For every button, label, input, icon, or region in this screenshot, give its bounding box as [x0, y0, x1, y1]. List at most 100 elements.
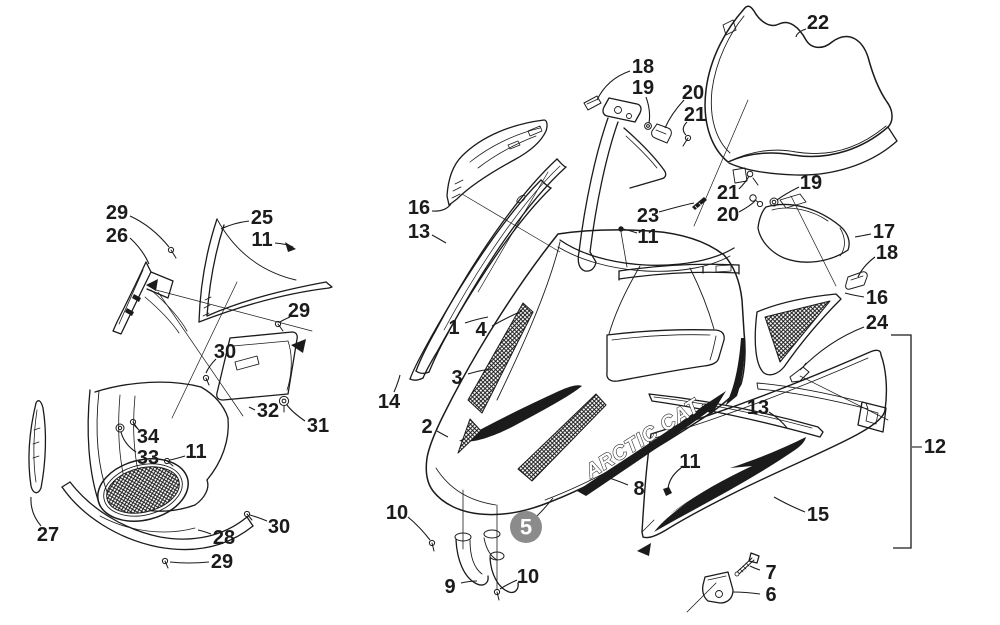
leader-line: [799, 326, 865, 371]
decal-band: [577, 404, 713, 496]
part-number-label: 1: [448, 317, 459, 339]
part-number-label: 29: [288, 300, 310, 322]
spacer-icon: [651, 123, 672, 144]
main-hood-part: [425, 229, 746, 516]
screw-icon: [493, 588, 501, 601]
screw-icon: [163, 457, 174, 467]
windshield-assembly: [693, 5, 898, 376]
part-number-label: 10: [517, 566, 539, 588]
leader-line: [682, 121, 688, 136]
part-number-label: 26: [106, 225, 128, 247]
part-number-label: 20: [682, 82, 704, 104]
leader-line: [169, 561, 210, 564]
end-cap-icon: [583, 95, 602, 111]
part-number-label: 2: [421, 416, 432, 438]
part-number-label: 30: [214, 341, 236, 363]
leader-line: [393, 374, 401, 393]
leader-line: [768, 411, 788, 429]
hood-mesh-vent: [517, 393, 607, 482]
part-number-label: 9: [444, 576, 455, 598]
leader-line: [749, 565, 761, 571]
direction-arrow: [291, 339, 306, 353]
screw-icon: [167, 246, 177, 259]
leader-line: [460, 580, 478, 584]
screw-icon: [202, 374, 210, 386]
clip-icon: [845, 271, 868, 290]
washer-icon: [115, 423, 125, 433]
leader-line: [436, 430, 449, 438]
screw-icon: [618, 226, 624, 232]
screw-icon: [161, 557, 169, 569]
leader-line: [738, 175, 750, 190]
leader-line: [129, 237, 150, 265]
part-12-bracket: [891, 334, 912, 549]
part-number-label: 28: [213, 527, 235, 549]
side-panel-part: [637, 349, 889, 556]
part-number-label: 11: [185, 441, 206, 463]
part-number-label: 19: [632, 77, 654, 99]
part-number-label: 13: [408, 221, 430, 243]
leader-line: [274, 242, 294, 248]
upper-edge-strip-part: [648, 382, 869, 438]
leader-line: [658, 202, 695, 213]
part-number-label: 20: [717, 204, 739, 226]
right-panel-assembly: [637, 349, 889, 613]
lower-bracket-part: [454, 489, 519, 594]
leader-line: [645, 96, 651, 124]
leader-line: [205, 358, 217, 374]
leader-line: [664, 99, 685, 129]
leader-line: [248, 406, 256, 411]
left-hood-assembly: [28, 218, 333, 551]
hood-mesh-vent: [457, 418, 482, 454]
nut-cluster-icon: [749, 194, 764, 208]
leader-line: [249, 514, 268, 522]
part-number-label: 22: [807, 12, 829, 34]
mount-bracket-part: [686, 571, 734, 613]
windshield-part: [693, 5, 898, 227]
part-number-label: 10: [386, 502, 408, 524]
leader-line: [407, 516, 431, 541]
step-badge-label: 5: [520, 515, 532, 540]
hood-trim-strips-part: [409, 158, 567, 381]
leader-line: [776, 186, 800, 201]
part-number-label: 19: [800, 172, 822, 194]
step-badge: 5: [510, 497, 554, 543]
step-badge-circle: [510, 511, 542, 543]
screw-icon: [682, 134, 692, 147]
bolt-icon: [663, 487, 672, 496]
leader-line: [467, 368, 493, 375]
washer-icon: [644, 122, 652, 130]
leader-line: [667, 467, 682, 490]
direction-arrow: [637, 543, 651, 556]
part-number-label: 16: [408, 197, 430, 219]
leader-line: [169, 455, 186, 461]
nose-pan-part: [87, 281, 313, 512]
hood-accent-swoosh: [459, 385, 582, 442]
bracket-line: [891, 334, 912, 549]
leader-line: [732, 591, 761, 595]
part-number-label: 11: [679, 451, 700, 473]
part-number-label: 27: [37, 524, 59, 546]
windshield-trim-part: [198, 218, 333, 323]
part-number-label: 6: [765, 584, 776, 606]
washer-icon: [769, 197, 779, 207]
part-number-label: 29: [106, 202, 128, 224]
leader-line: [464, 316, 489, 324]
part-number-label: 21: [684, 104, 706, 126]
part-number-label: 11: [251, 229, 272, 251]
part-number-label: 29: [211, 551, 233, 573]
screw-icon: [274, 320, 284, 332]
part-number-label: 32: [257, 400, 279, 422]
part-number-label: 34: [137, 426, 160, 448]
screw-icon: [428, 539, 436, 552]
leader-line: [491, 310, 523, 327]
hood-bracket-part: [112, 261, 188, 335]
grille-mesh-part: [97, 458, 189, 522]
bolt-part: [734, 552, 760, 577]
washer-icon: [278, 395, 290, 413]
direction-arrow: [146, 279, 158, 291]
part-number-label: 23: [637, 205, 659, 227]
hood-mesh-vent: [467, 302, 534, 414]
center-hood-assembly: [409, 97, 746, 594]
